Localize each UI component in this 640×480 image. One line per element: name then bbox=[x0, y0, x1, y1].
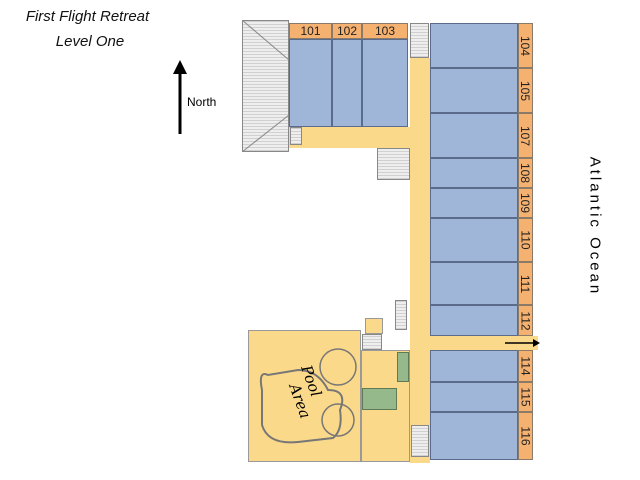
room-112[interactable] bbox=[430, 305, 518, 336]
room-105[interactable] bbox=[430, 68, 518, 113]
utility-room bbox=[365, 318, 383, 334]
north-arrow-icon bbox=[173, 60, 187, 134]
room-number: 114 bbox=[518, 356, 533, 376]
room-number: 110 bbox=[518, 230, 533, 250]
room-number: 115 bbox=[518, 387, 533, 407]
north-corridor bbox=[289, 127, 430, 148]
room-116[interactable] bbox=[430, 412, 518, 460]
room-label-116: 116 bbox=[518, 412, 533, 460]
room-number: 112 bbox=[518, 310, 533, 331]
room-label-109: 109 bbox=[518, 188, 533, 218]
north-label: North bbox=[187, 95, 217, 109]
room-109[interactable] bbox=[430, 188, 518, 218]
room-label-101: 101 bbox=[289, 23, 332, 39]
room-number: 109 bbox=[518, 192, 533, 214]
stair-ramp bbox=[395, 300, 407, 330]
room-115[interactable] bbox=[430, 382, 518, 412]
green-room[interactable] bbox=[362, 388, 397, 410]
east-wing: 104 105 107 108 109 110 111 112 114 115 … bbox=[430, 23, 540, 463]
room-102[interactable] bbox=[332, 39, 362, 127]
room-label-115: 115 bbox=[518, 382, 533, 412]
room-number: 116 bbox=[518, 426, 533, 446]
room-number: 107 bbox=[518, 125, 533, 146]
green-closet bbox=[397, 352, 409, 382]
stairwell-west bbox=[290, 127, 302, 145]
roof-area bbox=[242, 20, 289, 152]
pool-outline bbox=[259, 348, 357, 444]
room-label-107: 107 bbox=[518, 113, 533, 158]
room-label-105: 105 bbox=[518, 68, 533, 113]
pool-stairs bbox=[362, 334, 382, 350]
room-107[interactable] bbox=[430, 113, 518, 158]
roof-hip-lines bbox=[242, 20, 289, 152]
stair-landing bbox=[377, 148, 410, 180]
room-111[interactable] bbox=[430, 262, 518, 305]
plan-subtitle: Level One bbox=[55, 33, 125, 50]
room-number: 105 bbox=[518, 80, 533, 101]
room-103[interactable] bbox=[362, 39, 408, 127]
stairwell-north bbox=[410, 23, 429, 58]
room-number: 111 bbox=[518, 274, 533, 293]
room-101[interactable] bbox=[289, 39, 332, 127]
ocean-label: Atlantic Ocean bbox=[586, 156, 604, 297]
room-108[interactable] bbox=[430, 158, 518, 188]
room-104[interactable] bbox=[430, 23, 518, 68]
room-number: 104 bbox=[518, 35, 533, 56]
beach-access-corridor bbox=[430, 336, 538, 350]
room-label-104: 104 bbox=[518, 23, 533, 68]
room-label-112: 112 bbox=[518, 305, 533, 336]
main-corridor bbox=[410, 58, 430, 463]
room-label-111: 111 bbox=[518, 262, 533, 305]
room-label-110: 110 bbox=[518, 218, 533, 262]
room-label-114: 114 bbox=[518, 350, 533, 382]
room-label-103: 103 bbox=[362, 23, 408, 39]
exit-arrow-icon bbox=[505, 339, 540, 347]
room-114[interactable] bbox=[430, 350, 518, 382]
room-label-102: 102 bbox=[332, 23, 362, 39]
room-number: 108 bbox=[518, 162, 533, 184]
room-110[interactable] bbox=[430, 218, 518, 262]
stairwell-south bbox=[411, 425, 429, 457]
plan-title: First Flight Retreat bbox=[25, 8, 150, 25]
room-label-108: 108 bbox=[518, 158, 533, 188]
